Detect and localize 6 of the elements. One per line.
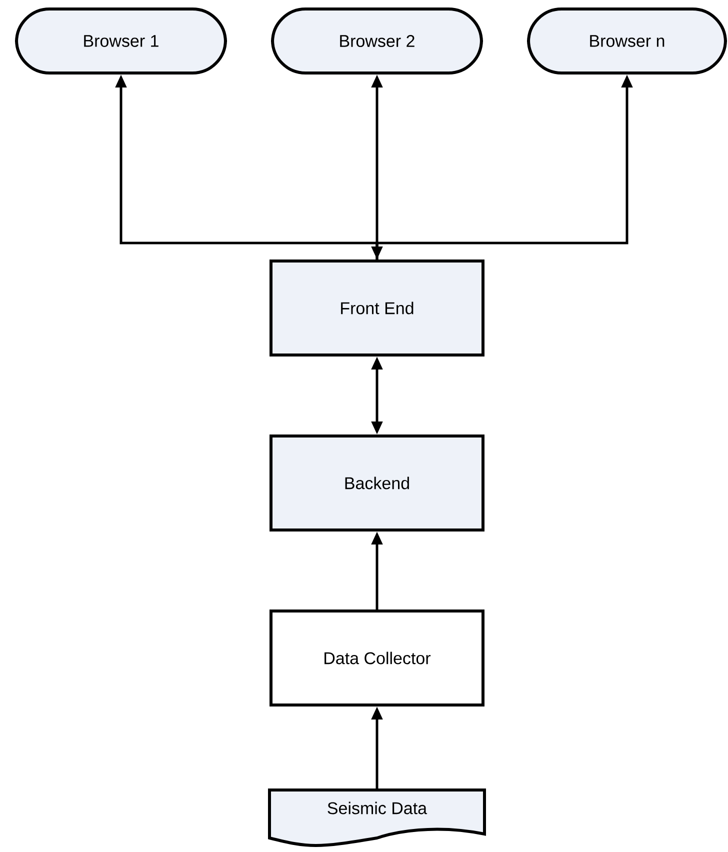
process-box: Data Collector xyxy=(270,610,484,706)
process-box: Backend xyxy=(270,434,484,532)
terminal-pill: Browser 2 xyxy=(271,8,483,74)
terminal-pill: Browser 1 xyxy=(15,8,227,74)
process-box: Front End xyxy=(270,260,484,356)
terminal-pill: Browser n xyxy=(527,8,727,74)
